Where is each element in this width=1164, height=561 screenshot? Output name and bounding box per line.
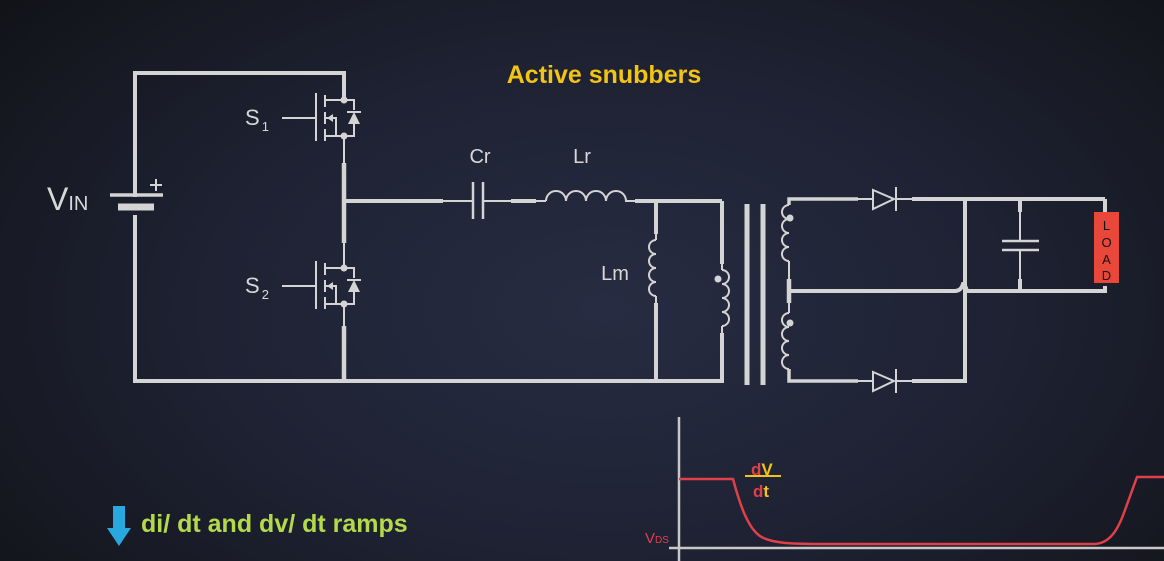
half-bridge-leg <box>341 98 443 381</box>
resonant-inductor-lr <box>545 190 722 203</box>
dvdt-annotation: dV dt <box>745 460 781 501</box>
vds-axis-label: VDS <box>645 530 669 547</box>
cr-label: Cr <box>469 146 490 168</box>
lr-label: Lr <box>573 146 591 168</box>
dc-source-symbol <box>110 179 163 211</box>
input-loop-wires <box>133 71 724 383</box>
transformer-primary-winding <box>714 201 730 381</box>
magnetizing-inductor-lm <box>648 201 658 381</box>
arrow-down-icon <box>107 506 131 546</box>
load-letter: D <box>1102 268 1111 283</box>
load-letter: O <box>1101 235 1111 250</box>
vin-label: VIN <box>47 181 88 217</box>
bullet-text: di/ dt and dv/ dt ramps <box>141 510 408 538</box>
transformer-core <box>744 204 766 385</box>
rectifier-diode-bottom <box>858 199 967 393</box>
rectifier-diode-top <box>858 187 1105 211</box>
load-letter: A <box>1102 252 1111 267</box>
transformer-secondary-windings <box>781 197 1107 383</box>
vds-trace <box>679 475 1164 546</box>
vds-waveform: VDS dV dt <box>645 417 1164 561</box>
output-capacitor <box>1002 199 1039 291</box>
mosfet-s1-symbol <box>282 93 361 141</box>
mosfet-s2-symbol <box>282 261 361 309</box>
svg-text:dV: dV <box>751 460 773 479</box>
lm-label: Lm <box>601 263 629 285</box>
svg-text:dt: dt <box>753 482 769 501</box>
load-resistor: L O A D <box>1094 199 1119 283</box>
load-letter: L <box>1103 218 1110 233</box>
slide-title: Active snubbers <box>507 61 702 89</box>
resonant-capacitor-cr <box>443 182 546 219</box>
